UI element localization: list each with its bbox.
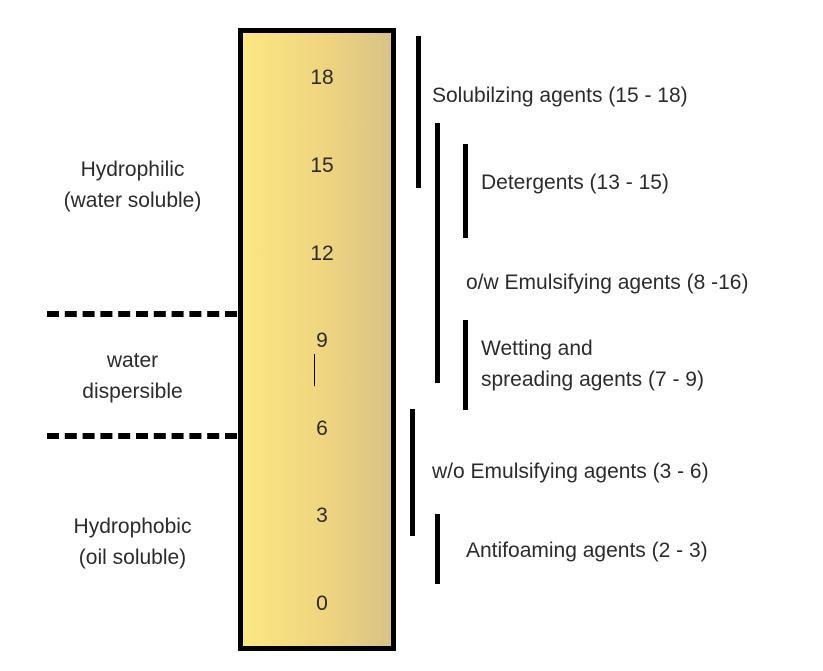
- label-wo-emulsifying-line-1: w/o Emulsifying agents (3 - 6): [432, 460, 709, 483]
- hlb-scale-bar: 18 15 12 9 6 3 0: [238, 28, 396, 651]
- label-antifoaming-agents: Antifoaming agents (2 - 3): [466, 535, 708, 566]
- zone-dispersible-line-1: water: [106, 349, 159, 372]
- tick-9: 9: [316, 329, 328, 352]
- zone-hydrophilic: Hydrophilic (water soluble): [30, 154, 235, 216]
- label-wetting-line-2: spreading agents (7 - 9): [481, 368, 704, 391]
- label-antifoaming-line-1: Antifoaming agents (2 - 3): [466, 539, 708, 562]
- divider-dashed-lower: [47, 433, 237, 439]
- range-bar-detergents: [463, 144, 468, 238]
- label-ow-emulsifying-agents: o/w Emulsifying agents (8 -16): [466, 267, 748, 298]
- zone-hydrophilic-line-2: (water soluble): [63, 189, 202, 212]
- label-ow-emulsifying-line-1: o/w Emulsifying agents (8 -16): [466, 271, 749, 294]
- range-bar-ow-emulsifying: [435, 123, 440, 383]
- range-bar-wetting: [463, 320, 468, 410]
- tick-3: 3: [316, 504, 328, 527]
- zone-water-dispersible: water dispersible: [30, 345, 235, 407]
- label-detergents: Detergents (13 - 15): [481, 167, 669, 198]
- range-bar-antifoaming: [435, 514, 440, 584]
- zone-hydrophobic: Hydrophobic (oil soluble): [30, 511, 235, 573]
- zone-dispersible-line-2: dispersible: [82, 380, 183, 403]
- label-wo-emulsifying-agents: w/o Emulsifying agents (3 - 6): [432, 456, 709, 487]
- label-detergents-line-1: Detergents (13 - 15): [481, 171, 669, 194]
- tick-0: 0: [316, 592, 328, 615]
- range-bar-solubilizing: [416, 36, 421, 188]
- range-bar-wo-emulsifying: [410, 409, 415, 536]
- label-wetting-line-1: Wetting and: [481, 337, 593, 360]
- tick-18: 18: [310, 66, 334, 89]
- label-solubilizing-agents: Solubilzing agents (15 - 18): [432, 80, 688, 111]
- tick-12: 12: [310, 242, 334, 265]
- divider-dashed-upper: [47, 311, 237, 317]
- zone-hydrophilic-line-1: Hydrophilic: [80, 158, 185, 181]
- zone-hydrophobic-line-1: Hydrophobic: [73, 515, 192, 538]
- text-cursor-mark: [314, 354, 315, 386]
- label-wetting-spreading-agents: Wetting and spreading agents (7 - 9): [481, 333, 704, 395]
- zone-hydrophobic-line-2: (oil soluble): [78, 546, 187, 569]
- label-solubilizing-line-1: Solubilzing agents (15 - 18): [432, 84, 688, 107]
- tick-15: 15: [310, 154, 334, 177]
- tick-6: 6: [316, 417, 328, 440]
